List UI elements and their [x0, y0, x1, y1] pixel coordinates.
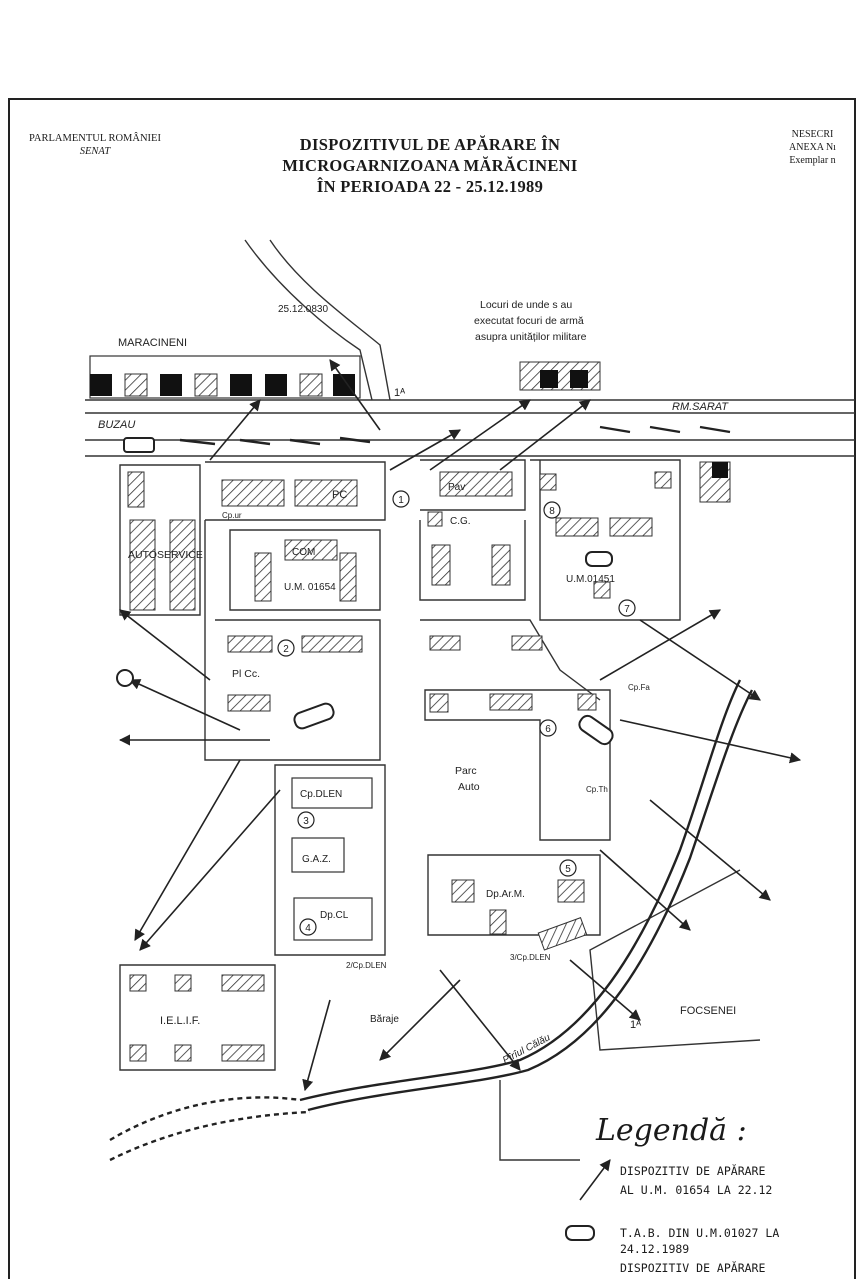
marker-1: 1	[398, 495, 404, 506]
issuer-chamber: SENAT	[79, 146, 111, 157]
label-parc-auto-1: Parc	[455, 765, 477, 777]
label-north-a: 1ᴬ	[394, 387, 405, 399]
label-parc-auto-2: Auto	[458, 781, 480, 793]
label-cp-th: Cp.Th	[586, 785, 608, 794]
label-cp-dlen-2: 2/Cp.DLEN	[346, 961, 387, 970]
village-houses	[89, 355, 731, 503]
legend-item1-line1: DISPOZITIV DE APĂRARE	[620, 1163, 765, 1178]
label-autoservice: AUTOSERVICE	[128, 549, 203, 561]
label-ielif: I.E.L.I.F.	[160, 1015, 200, 1027]
title-line-2: MICROGARNIZOANA MĂRĂCINENI	[282, 156, 578, 175]
marker-7: 7	[624, 604, 630, 615]
marker-6: 6	[545, 724, 551, 735]
label-cp-fa: Cp.Fa	[628, 683, 650, 692]
label-pav: Pav	[448, 482, 465, 493]
label-cp-dlen: Cp.DLEN	[300, 789, 342, 800]
legend-title: Legendă :	[595, 1113, 747, 1148]
issuer-header: PARLAMENTUL ROMÂNIEI SENAT	[20, 132, 170, 158]
label-baraje: Băraje	[370, 1014, 399, 1025]
title-line-3: ÎN PERIOADA 22 - 25.12.1989	[316, 177, 544, 196]
classification-header: NESECRI ANEXA Nı Exemplar n	[770, 128, 855, 167]
label-cp-dlen-3: 3/Cp.DLEN	[510, 953, 551, 962]
label-date-time: 25.12.0830	[278, 304, 328, 315]
stream	[109, 679, 754, 1162]
label-cg: C.G.	[450, 516, 471, 527]
vehicle-column	[179, 425, 731, 446]
marker-3: 3	[303, 816, 309, 827]
label-pl-cc: Pl Cc.	[232, 668, 260, 680]
label-dp-ar-m: Dp.Ar.M.	[486, 889, 525, 900]
marker-4: 4	[305, 923, 311, 934]
depot-boxes	[291, 777, 373, 941]
hatched-buildings	[127, 471, 672, 1062]
main-road	[85, 399, 855, 457]
label-west-road: BUZAU	[98, 419, 135, 431]
title-line-1: DISPOZITIVUL DE APĂRARE ÎN	[299, 135, 561, 154]
legend-item2-line1: T.A.B. DIN U.M.01027 LA	[620, 1226, 779, 1240]
document-title: DISPOZITIVUL DE APĂRARE ÎN MICROGARNIZOA…	[180, 134, 680, 197]
label-fire-note-2: executat focuri de armă	[474, 315, 584, 327]
label-fire-note-1: Locuri de unde s au	[480, 299, 572, 311]
label-pc: PC	[332, 489, 347, 501]
marker-numbers: 1 2 3 4 5 6 7 8	[283, 495, 630, 934]
classification-line-1: NESECRI	[791, 129, 834, 140]
north-road	[244, 239, 391, 401]
position-markers	[277, 490, 636, 936]
marker-8: 8	[549, 506, 555, 517]
map-labels: MARACINENI BUZAU RM.SARAT 25.12.0830 Loc…	[98, 299, 736, 1066]
label-gaz: G.A.Z.	[302, 854, 331, 865]
label-um-01451: U.M.01451	[566, 574, 615, 585]
label-village: MARACINENI	[118, 337, 187, 349]
label-com: COM	[292, 547, 315, 558]
label-fire-note-3: asupra unităților militare	[475, 331, 587, 343]
legend-item3-line1: DISPOZITIV DE APĂRARE	[620, 1260, 765, 1275]
legend-item1-line2: AL U.M. 01654 LA 22.12	[620, 1183, 772, 1197]
label-cp-ur: Cp.ur	[222, 511, 242, 520]
issuer-name: PARLAMENTUL ROMÂNIEI	[29, 133, 161, 144]
marker-5: 5	[565, 864, 571, 875]
compound-outlines	[119, 459, 761, 1161]
legend-item2-line2: 24.12.1989	[620, 1242, 689, 1256]
marker-2: 2	[283, 644, 289, 655]
label-east-road: RM.SARAT	[672, 401, 729, 413]
document-frame	[8, 98, 856, 1279]
fire-arrows	[118, 359, 802, 1092]
label-dp-cl: Dp.CL	[320, 910, 349, 921]
label-focsenei: FOCSENEI	[680, 1005, 736, 1017]
tank-icons	[116, 437, 614, 746]
classification-line-3: Exemplar n	[789, 155, 836, 166]
label-north-b: 1ᴬ	[630, 1019, 641, 1031]
legend: Legendă : DISPOZITIV DE APĂRARE AL U.M. …	[565, 1113, 779, 1275]
label-um-01654: U.M. 01654	[284, 582, 336, 593]
classification-line-2: ANEXA Nı	[789, 142, 836, 153]
